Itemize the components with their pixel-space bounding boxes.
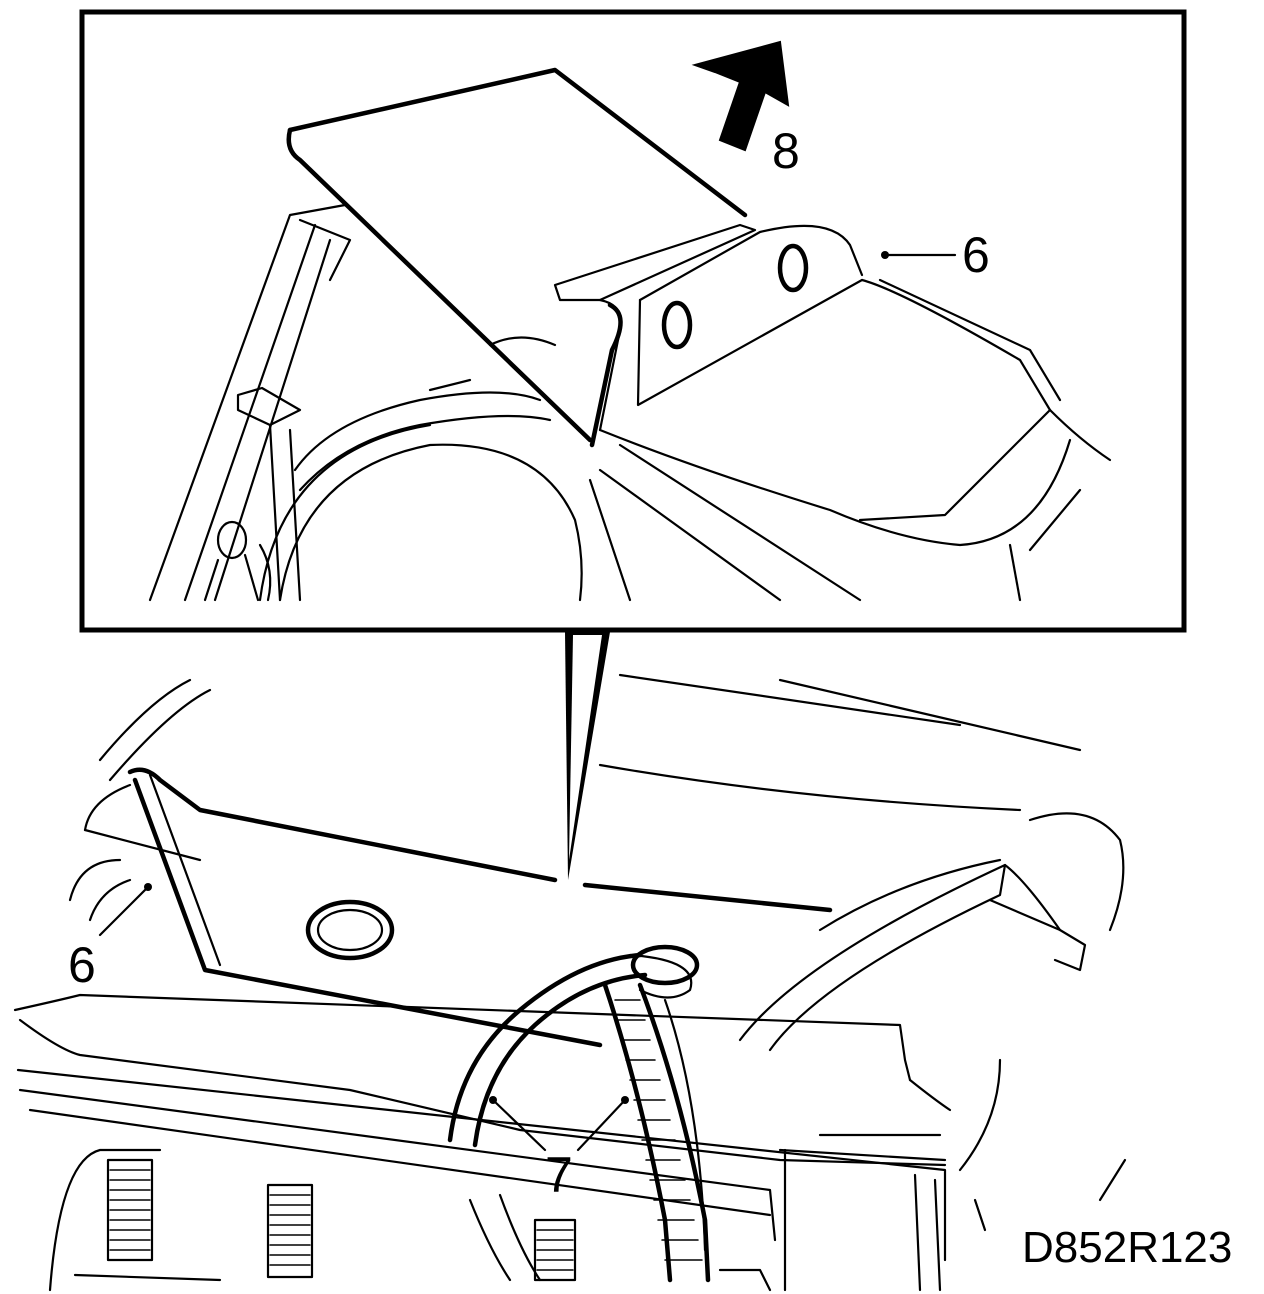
plate-hole bbox=[305, 899, 395, 961]
bulkhead-panel bbox=[13, 993, 952, 1262]
bracket-hole bbox=[777, 243, 809, 293]
leader-line-6-main bbox=[98, 883, 152, 937]
cable-loops bbox=[447, 944, 711, 1283]
strut-right bbox=[738, 858, 1087, 1052]
cowl-panel-right bbox=[588, 278, 1112, 602]
detail-inset: 8 6 bbox=[79, 9, 1187, 633]
pillar-base-left bbox=[68, 783, 202, 922]
main-view: 6 7 bbox=[13, 673, 1127, 1292]
leader-line-6-inset bbox=[881, 251, 957, 259]
leader-lines-7 bbox=[489, 1096, 629, 1152]
mounting-bracket bbox=[553, 223, 864, 448]
plate-hole-inner bbox=[316, 908, 384, 952]
inset-frame bbox=[79, 9, 1187, 633]
pedal-springs bbox=[48, 1148, 772, 1292]
callout-6-main: 6 bbox=[68, 937, 96, 993]
inset-pointer bbox=[565, 632, 610, 880]
figure-code: D852R123 bbox=[1022, 1223, 1232, 1272]
cover-plate bbox=[127, 767, 833, 1048]
callout-8: 8 bbox=[772, 123, 800, 179]
a-pillar-left bbox=[148, 203, 352, 602]
frame-lower-right bbox=[783, 1058, 1127, 1292]
callout-6-inset: 6 bbox=[962, 227, 990, 283]
connector-bolt bbox=[203, 520, 272, 602]
arrow-8-icon bbox=[691, 40, 790, 152]
cable-harness bbox=[258, 336, 583, 602]
callout-7: 7 bbox=[545, 1147, 573, 1203]
lifted-cover-panel bbox=[286, 67, 748, 443]
bracket-hole bbox=[661, 300, 693, 350]
windscreen-edge bbox=[98, 673, 1125, 932]
